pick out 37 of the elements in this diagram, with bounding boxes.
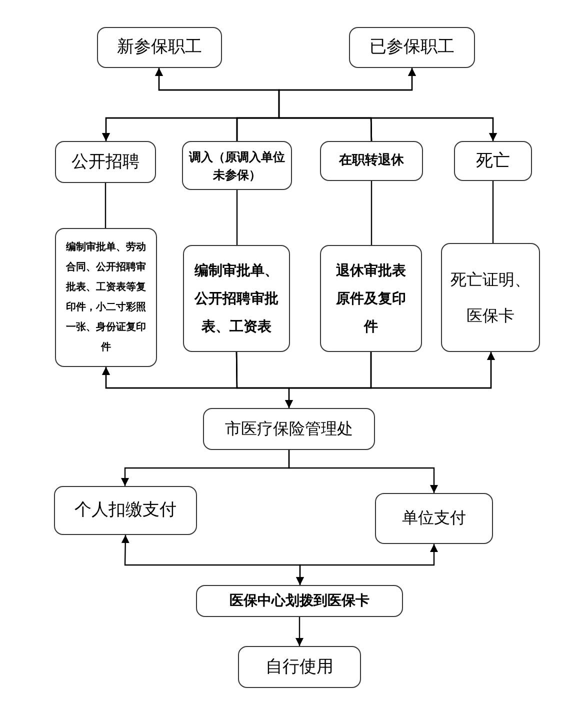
node-label: 退休审批表原件及复印件 bbox=[334, 262, 407, 336]
process-box bbox=[441, 243, 540, 352]
process-box bbox=[320, 245, 422, 352]
process-box bbox=[54, 486, 197, 535]
process-box bbox=[196, 585, 403, 617]
process-box bbox=[203, 408, 375, 450]
process-box bbox=[454, 141, 532, 181]
process-box bbox=[238, 646, 361, 688]
connector-arrow bbox=[296, 544, 438, 585]
node-label: 新参保职工 bbox=[117, 36, 202, 59]
node-label: 编制审批单、劳动合同、公开招聘审批表、工资表等复印件，小二寸彩照一张、身份证复印件 bbox=[64, 240, 147, 354]
process-box bbox=[55, 141, 156, 183]
connector-arrow bbox=[370, 352, 495, 389]
node-label: 死亡证明、医保卡 bbox=[450, 269, 531, 326]
process-box bbox=[320, 141, 423, 181]
node-label: 编制审批单、公开招聘审批表、工资表 bbox=[193, 262, 280, 336]
connector-arrow bbox=[288, 450, 438, 493]
process-box bbox=[183, 245, 290, 352]
node-label: 调入（原调入单位未参保） bbox=[189, 148, 285, 184]
connector-arrow bbox=[370, 117, 497, 142]
node-label: 单位支付 bbox=[402, 508, 466, 529]
process-box bbox=[349, 27, 475, 68]
node-label: 在职转退休 bbox=[339, 152, 404, 170]
node-label: 个人扣缴支付 bbox=[74, 499, 176, 522]
connector-arrow bbox=[285, 352, 372, 408]
node-label: 公开招聘 bbox=[72, 150, 140, 174]
process-box bbox=[182, 141, 292, 190]
node-label: 自行使用 bbox=[266, 656, 334, 678]
connector-arrow bbox=[102, 117, 372, 142]
process-box bbox=[375, 493, 493, 544]
node-label: 市医疗保险管理处 bbox=[225, 418, 353, 440]
connector-arrow bbox=[296, 617, 304, 646]
process-box bbox=[55, 228, 157, 367]
node-label: 已参保职工 bbox=[370, 36, 454, 59]
node-label: 医保中心划拨到医保卡 bbox=[230, 592, 370, 610]
process-box bbox=[97, 27, 222, 68]
node-label: 死亡 bbox=[476, 150, 510, 172]
